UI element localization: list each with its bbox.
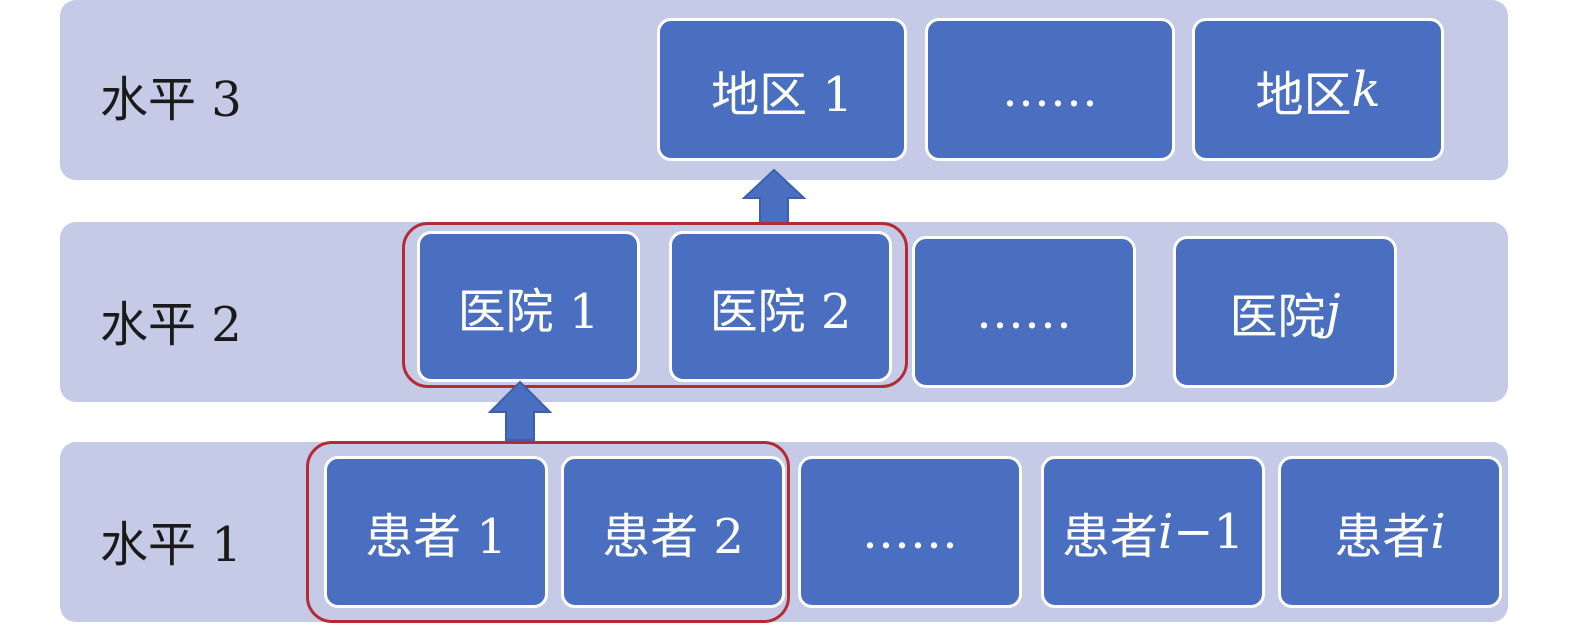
patient-i-text: 患者: [1334, 509, 1431, 565]
region-k-text: 地区: [1255, 66, 1352, 123]
region-1-text: 地区 1: [711, 66, 853, 123]
region-ellipsis-node: ……: [925, 18, 1175, 161]
patient-ellipsis-node: ……: [798, 456, 1022, 608]
level-3-label: 水平 3: [100, 72, 242, 128]
patient-i-minus-1-text: 患者: [1061, 509, 1158, 565]
patient-i-minus-1-node: 患者 i−1: [1041, 456, 1265, 608]
up-arrow-to-level-3: [741, 168, 807, 225]
patient-group-outline: [306, 441, 790, 623]
patient-1-node: 患者 1: [324, 456, 548, 608]
patient-ellipsis-text: ……: [862, 504, 958, 560]
hospital-ellipsis-text: ……: [976, 284, 1072, 340]
hospital-j-text: 医院: [1229, 289, 1326, 345]
region-k-node: 地区 k: [1192, 18, 1444, 161]
hospital-2-text: 医院 2: [709, 283, 852, 340]
hospital-ellipsis-node: ……: [912, 236, 1136, 388]
hospital-1-text: 医院 1: [457, 283, 600, 340]
hospital-j-node: 医院 j: [1173, 236, 1397, 388]
patient-1-text: 患者 1: [365, 509, 507, 565]
level-1-label: 水平 1: [100, 517, 242, 573]
up-arrow-to-level-2-shape: [487, 380, 553, 441]
patient-i-var: i: [1430, 504, 1446, 560]
region-1-node: 地区 1: [657, 18, 907, 161]
up-arrow-to-level-2: [487, 380, 553, 441]
hospital-j-var: j: [1325, 284, 1341, 340]
patient-i-minus-1-var: i: [1157, 504, 1174, 560]
up-arrow-to-level-3-shape: [741, 168, 807, 225]
hospital-group-outline: [402, 222, 908, 388]
level-2-label: 水平 2: [100, 297, 242, 353]
hospital-1-node: 医院 1: [417, 231, 640, 382]
patient-i-minus-1-suffix: −1: [1173, 504, 1245, 560]
patient-2-text: 患者 2: [602, 509, 744, 565]
hospital-2-node: 医院 2: [669, 231, 892, 382]
region-k-var: k: [1351, 61, 1381, 118]
patient-2-node: 患者 2: [561, 456, 785, 608]
region-ellipsis-text: ……: [1002, 61, 1098, 118]
